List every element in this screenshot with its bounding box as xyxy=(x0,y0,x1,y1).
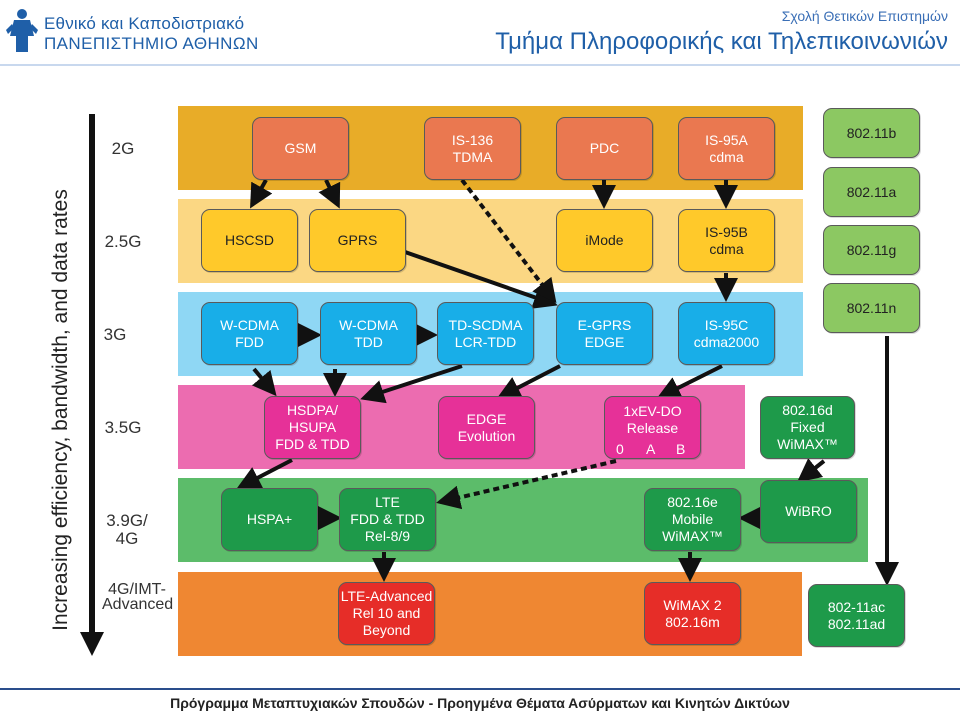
footer-divider xyxy=(0,688,960,690)
evdo-release-a: A xyxy=(646,441,656,457)
header-divider xyxy=(0,64,960,66)
generation-label-2g: 2G xyxy=(111,139,135,158)
node-is95c: IS-95C cdma2000 xyxy=(678,302,775,365)
node-wimax2: WiMAX 2 802.16m xyxy=(644,582,741,645)
evdo-release-b: B xyxy=(676,441,686,457)
node-wimax-fixed: 802.16d Fixed WiMAX™ xyxy=(760,396,855,459)
school-name: Σχολή Θετικών Επιστημών xyxy=(781,8,948,24)
node-wifi-ac: 802-11ac 802.11ad xyxy=(808,584,905,647)
node-hscsd: HSCSD xyxy=(201,209,298,272)
node-lte-advanced: LTE-Advanced Rel 10 and Beyond xyxy=(338,582,435,645)
department-name: Τμήμα Πληροφορικής και Τηλεπικοινωνιών xyxy=(495,28,948,55)
node-imode: iMode xyxy=(556,209,653,272)
node-wifi-g: 802.11g xyxy=(823,225,920,275)
university-name-line2: ΠΑΝΕΠΙΣΤΗΜΙΟ ΑΘΗΝΩΝ xyxy=(44,34,259,53)
generation-label-3-9g: 3.9G/ 4G xyxy=(106,511,148,548)
node-wibro: WiBRO xyxy=(760,480,857,543)
evdo-release-0: 0 xyxy=(616,441,624,457)
node-egprs: E-GPRS EDGE xyxy=(556,302,653,365)
university-logo-icon xyxy=(6,9,38,52)
generation-label-3g: 3G xyxy=(103,325,127,344)
node-wifi-b: 802.11b xyxy=(823,108,920,158)
node-tdscdma: TD-SCDMA LCR-TDD xyxy=(437,302,534,365)
axis-label: Increasing efficiency, bandwidth, and da… xyxy=(49,189,72,631)
node-wifi-n: 802.11n xyxy=(823,283,920,333)
node-is95a: IS-95A cdma xyxy=(678,117,775,180)
node-gprs: GPRS xyxy=(309,209,406,272)
generation-label-4g: 4G/IMT- Advanced xyxy=(102,581,174,613)
node-edge-evolution: EDGE Evolution xyxy=(438,396,535,459)
university-name-line1: Εθνικό και Καποδιστριακό xyxy=(44,14,245,33)
node-wifi-a: 802.11a xyxy=(823,167,920,217)
node-wcdma-fdd: W-CDMA FDD xyxy=(201,302,298,365)
node-wimax-mobile: 802.16e Mobile WiMAX™ xyxy=(644,488,741,551)
node-is136: IS-136 TDMA xyxy=(424,117,521,180)
node-hsdpa: HSDPA/ HSUPA FDD & TDD xyxy=(264,396,361,459)
node-evdo: 1xEV-DO Release xyxy=(604,396,701,459)
node-lte: LTE FDD & TDD Rel-8/9 xyxy=(339,488,436,551)
axis-arrow-head xyxy=(80,632,104,656)
node-wcdma-tdd: W-CDMA TDD xyxy=(320,302,417,365)
node-gsm: GSM xyxy=(252,117,349,180)
node-hspa-plus: HSPA+ xyxy=(221,488,318,551)
generation-label-2-5g: 2.5G xyxy=(104,232,142,251)
node-pdc: PDC xyxy=(556,117,653,180)
generation-label-3-5g: 3.5G xyxy=(104,418,142,437)
node-is95b: IS-95B cdma xyxy=(678,209,775,272)
footer-text: Πρόγραμμα Μεταπτυχιακών Σπουδών - Προηγμ… xyxy=(170,695,790,711)
